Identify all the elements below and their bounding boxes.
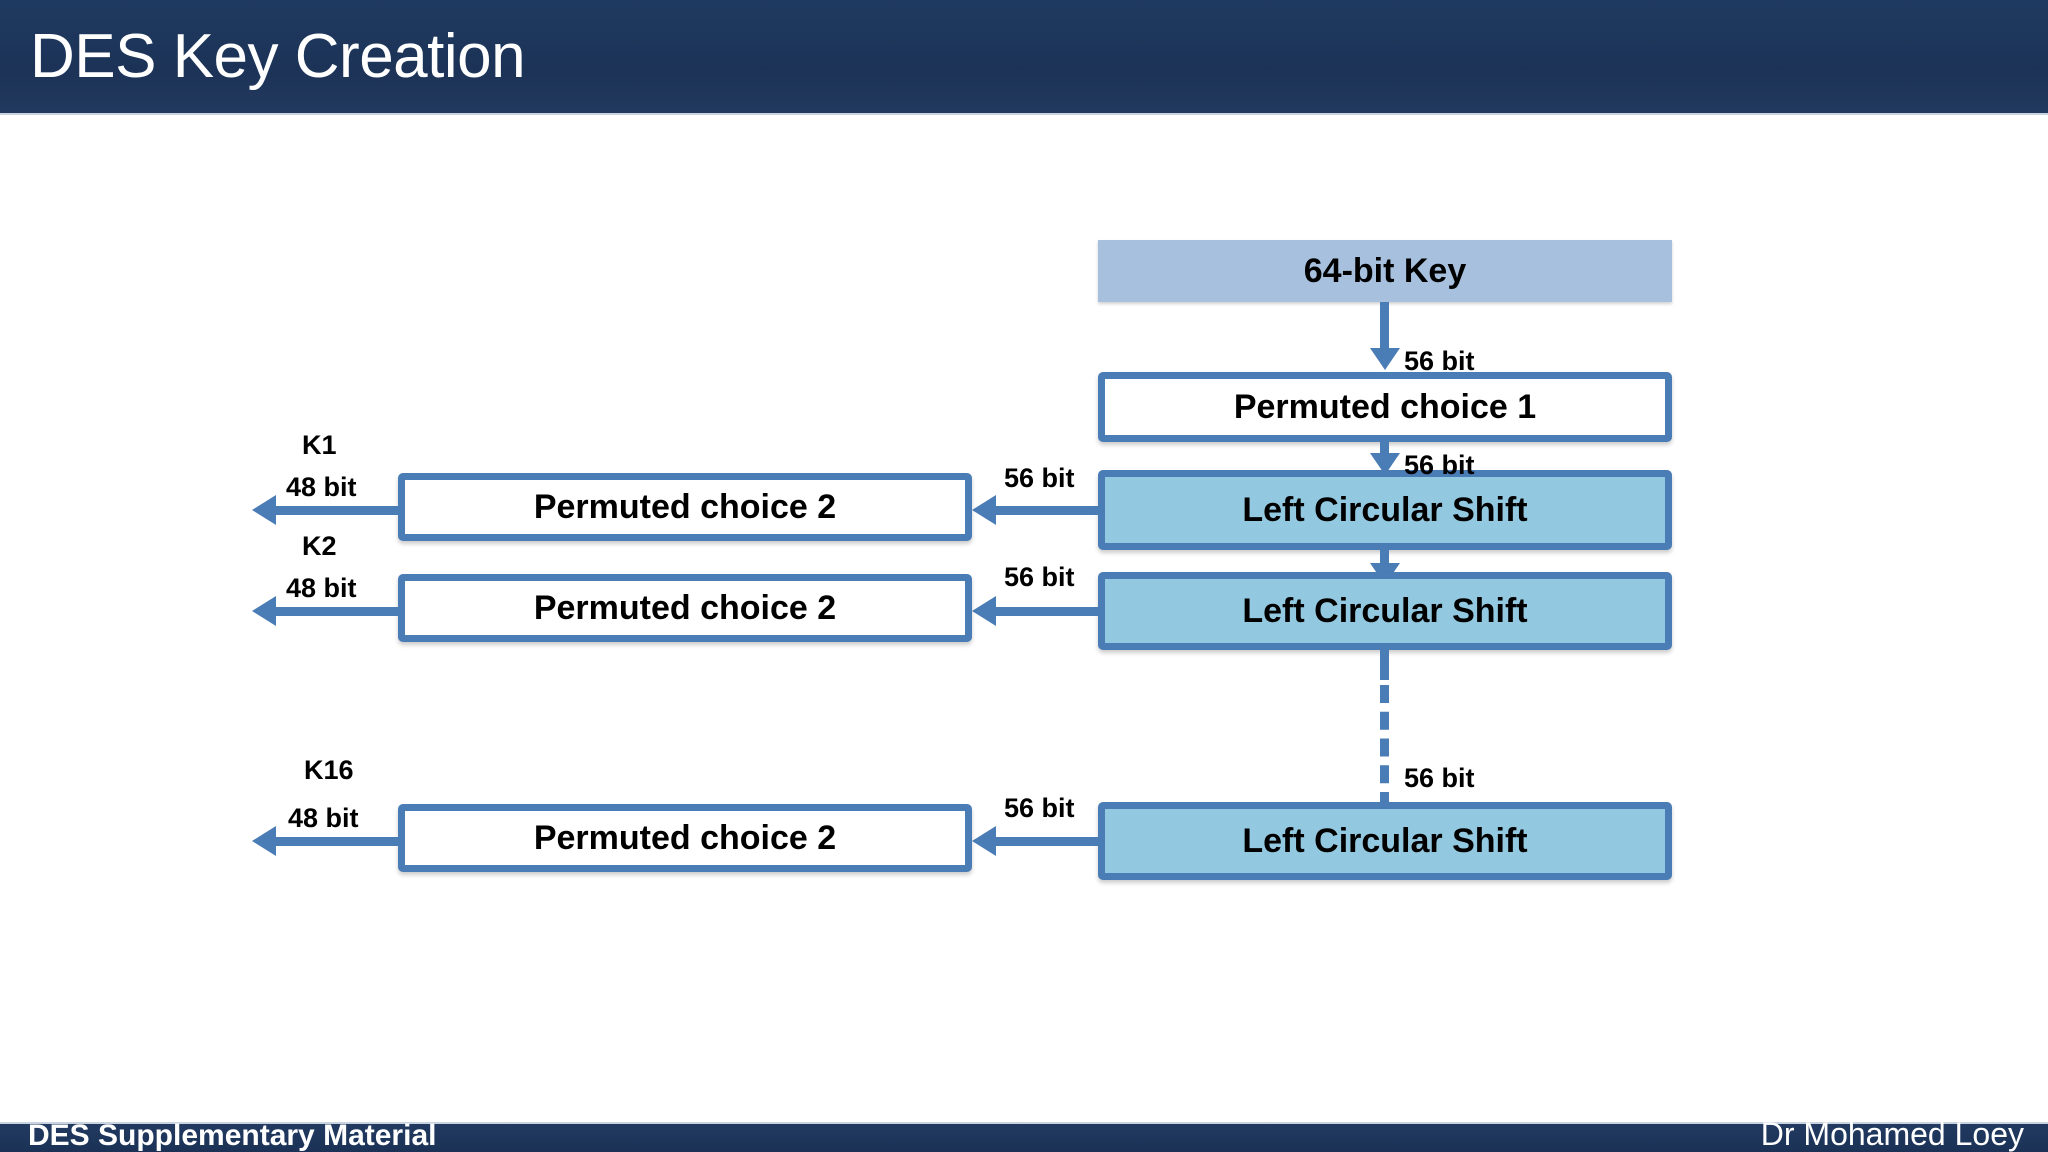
- node-left-circular-shift-2-label: Left Circular Shift: [1242, 591, 1528, 630]
- label-output-bits-16: 48 bit: [288, 803, 359, 833]
- diagram-canvas: 64-bit Key Permuted choice 1 56 bit Left…: [0, 115, 2048, 1122]
- page-title: DES Key Creation: [30, 22, 526, 91]
- connector-pc1-to-shift1-arrow: [1370, 453, 1400, 475]
- connector-pc2-3-to-k16-arrow: [252, 826, 276, 856]
- node-permuted-choice-2-2-label: Permuted choice 2: [533, 588, 837, 627]
- node-permuted-choice-2-3[interactable]: Permuted choice 2: [398, 804, 972, 872]
- footer-title: DES Supplementary Material: [28, 1119, 437, 1152]
- connector-shift2-to-pc2-2-arrow: [972, 596, 996, 626]
- label-56bit-horizontal-2: 56 bit: [1004, 562, 1075, 592]
- node-permuted-choice-2-1-label: Permuted choice 2: [533, 487, 837, 526]
- label-56bit-vertical-3: 56 bit: [1404, 763, 1475, 793]
- connector-shift1-to-pc2-1-arrow: [972, 495, 996, 525]
- connector-pc2-1-to-k1-arrow: [252, 495, 276, 525]
- node-left-circular-shift-1[interactable]: Left Circular Shift: [1098, 470, 1672, 550]
- footer-author: Dr Mohamed Loey: [1760, 1116, 2024, 1152]
- slide-header: DES Key Creation: [0, 0, 2048, 115]
- label-56bit-horizontal-1: 56 bit: [1004, 463, 1075, 493]
- connector-shift3-to-pc2-3-line: [996, 837, 1102, 846]
- connector-shift1-to-pc2-1-line: [996, 506, 1102, 515]
- connector-shift1-to-shift2-line: [1380, 550, 1389, 568]
- label-56bit-vertical-2: 56 bit: [1404, 450, 1475, 480]
- connector-shift2-to-shift3-dashed: [1380, 685, 1389, 810]
- label-output-key-1: K1: [302, 430, 337, 460]
- slide-footer: DES Supplementary Material Dr Mohamed Lo…: [0, 1116, 2048, 1152]
- connector-shift2-to-shift3-stub: [1380, 650, 1389, 680]
- node-64bit-key-label: 64-bit Key: [1303, 251, 1467, 290]
- node-permuted-choice-1[interactable]: Permuted choice 1: [1098, 372, 1672, 442]
- node-permuted-choice-2-3-label: Permuted choice 2: [533, 818, 837, 857]
- node-permuted-choice-2-1[interactable]: Permuted choice 2: [398, 473, 972, 541]
- connector-pc2-1-to-k1-line: [276, 506, 400, 515]
- connector-shift2-to-pc2-2-line: [996, 607, 1102, 616]
- node-permuted-choice-2-2[interactable]: Permuted choice 2: [398, 574, 972, 642]
- label-output-key-16: K16: [304, 755, 354, 785]
- connector-pc2-3-to-k16-line: [276, 837, 400, 846]
- node-64bit-key[interactable]: 64-bit Key: [1098, 240, 1672, 302]
- connector-pc1-to-shift1-line: [1380, 442, 1389, 460]
- node-left-circular-shift-3[interactable]: Left Circular Shift: [1098, 802, 1672, 880]
- connector-pc2-2-to-k2-line: [276, 607, 400, 616]
- node-left-circular-shift-2[interactable]: Left Circular Shift: [1098, 572, 1672, 650]
- connector-pc2-2-to-k2-arrow: [252, 596, 276, 626]
- label-output-bits-2: 48 bit: [286, 573, 357, 603]
- label-56bit-vertical-1: 56 bit: [1404, 346, 1475, 376]
- node-left-circular-shift-1-label: Left Circular Shift: [1242, 490, 1528, 529]
- connector-shift3-to-pc2-3-arrow: [972, 826, 996, 856]
- connector-key-to-pc1-line: [1380, 302, 1389, 350]
- node-permuted-choice-1-label: Permuted choice 1: [1233, 387, 1537, 426]
- connector-key-to-pc1-arrow: [1370, 348, 1400, 370]
- label-56bit-horizontal-3: 56 bit: [1004, 793, 1075, 823]
- label-output-bits-1: 48 bit: [286, 472, 357, 502]
- node-left-circular-shift-3-label: Left Circular Shift: [1242, 821, 1528, 860]
- label-output-key-2: K2: [302, 531, 337, 561]
